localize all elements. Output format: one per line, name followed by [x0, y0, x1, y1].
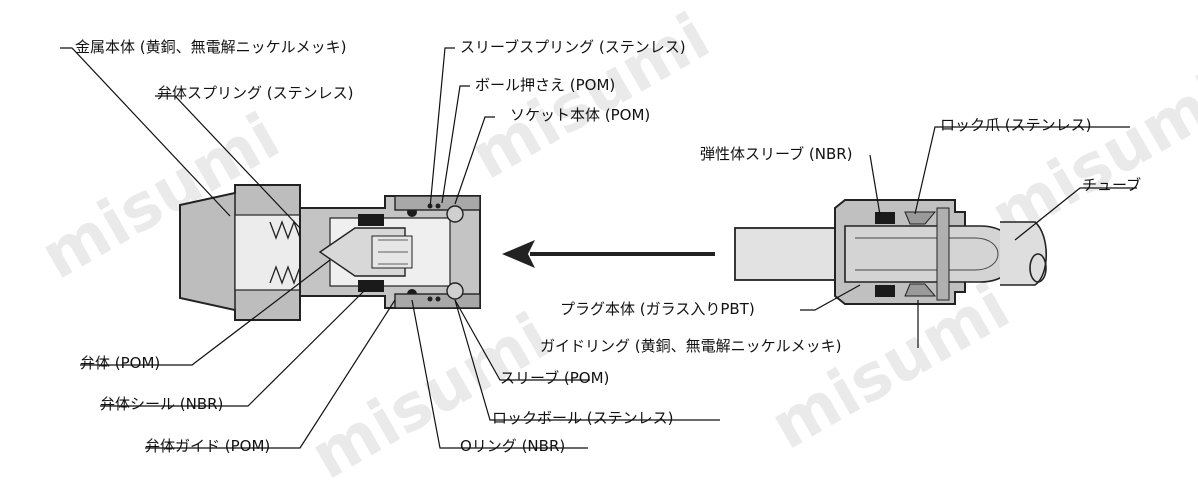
elastomer-sleeve-top: [875, 212, 895, 224]
valve-seal-top: [358, 214, 384, 226]
valve-seal-bottom: [358, 280, 384, 292]
label-lock-ball: ロックボール (ステンレス): [492, 409, 674, 427]
label-valve-seal: 弁体シール (NBR): [100, 395, 224, 413]
label-guide-ring: ガイドリング (黄銅、無電解ニッケルメッキ): [540, 337, 842, 355]
plug-stem: [734, 227, 846, 281]
lock-ball-top: [446, 205, 464, 223]
elastomer-sleeve-bottom: [875, 285, 895, 297]
label-ball-retainer: ボール押さえ (POM): [475, 76, 616, 94]
label-o-ring: Oリング (NBR): [460, 437, 566, 455]
socket-assembly: [179, 184, 481, 321]
metal-body-bore: [234, 214, 301, 291]
leader-lines: [60, 47, 1137, 449]
label-plug-body: プラグ本体 (ガラス入りPBT): [560, 300, 755, 318]
label-sleeve: スリーブ (POM): [500, 369, 610, 387]
lock-claw-top: [904, 211, 937, 225]
label-valve-guide: 弁体ガイド (POM): [145, 437, 271, 455]
label-metal-body: 金属本体 (黄銅、無電解ニッケルメッキ): [75, 38, 347, 56]
label-lock-claw: ロック爪 (ステンレス): [940, 116, 1092, 134]
label-valve-spring: 弁体スプリング (ステンレス): [157, 84, 354, 102]
guide-ring: [936, 207, 950, 301]
label-socket-body: ソケット本体 (POM): [510, 106, 651, 124]
label-elastomer-sleeve: 弾性体スリーブ (NBR): [700, 145, 853, 163]
label-sleeve-spring: スリーブスプリング (ステンレス): [460, 38, 686, 56]
label-valve-body: 弁体 (POM): [80, 354, 161, 372]
plug-assembly: [734, 199, 1047, 305]
lock-ball-bottom: [446, 282, 464, 300]
lock-claw-bottom: [904, 283, 937, 297]
tube: [844, 225, 1016, 283]
label-tube: チューブ: [1082, 176, 1142, 194]
insert-arrow: [502, 240, 715, 268]
